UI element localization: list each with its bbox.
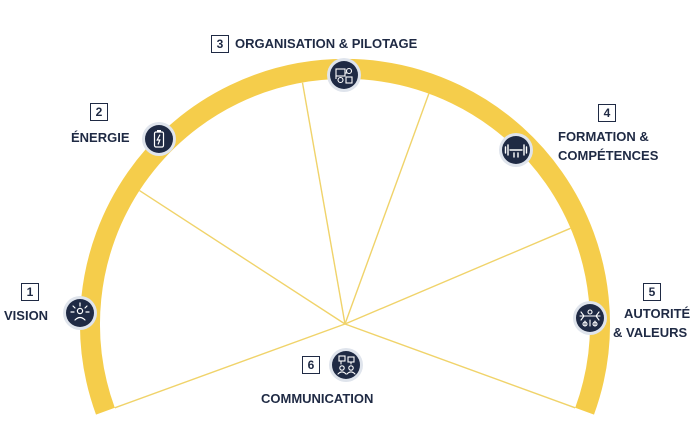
section-3-label: ORGANISATION & PILOTAGE	[235, 36, 418, 51]
battery-icon	[142, 122, 176, 156]
spoke-2	[139, 190, 346, 325]
spoke-1	[114, 323, 346, 409]
section-4-label-line-1: FORMATION &	[558, 129, 649, 144]
section-4-label-line-2: COMPÉTENCES	[558, 148, 659, 163]
section-1-number: 1	[21, 283, 39, 301]
dumbbell-icon	[499, 133, 533, 167]
spoke-3	[301, 82, 346, 325]
section-5-number: 5	[643, 283, 661, 301]
section-2-number: 2	[90, 103, 108, 121]
spoke-4	[344, 93, 430, 325]
spoke-6	[344, 323, 576, 409]
section-6-label: COMMUNICATION	[261, 391, 374, 406]
section-1-label: VISION	[4, 308, 49, 323]
spoke-5	[344, 227, 571, 325]
vision-icon	[63, 296, 97, 330]
communication-icon	[329, 348, 363, 382]
organisation-icon	[327, 58, 361, 92]
section-2-label: ÉNERGIE	[71, 130, 130, 145]
section-5-label-line-1: AUTORITÉ	[624, 306, 691, 321]
section-6-number: 6	[302, 356, 320, 374]
section-4-number: 4	[598, 104, 616, 122]
section-5-label-line-2: & VALEURS	[613, 325, 688, 340]
spokes	[114, 82, 576, 409]
authority-icon	[573, 301, 607, 335]
section-3-number: 3	[211, 35, 229, 53]
